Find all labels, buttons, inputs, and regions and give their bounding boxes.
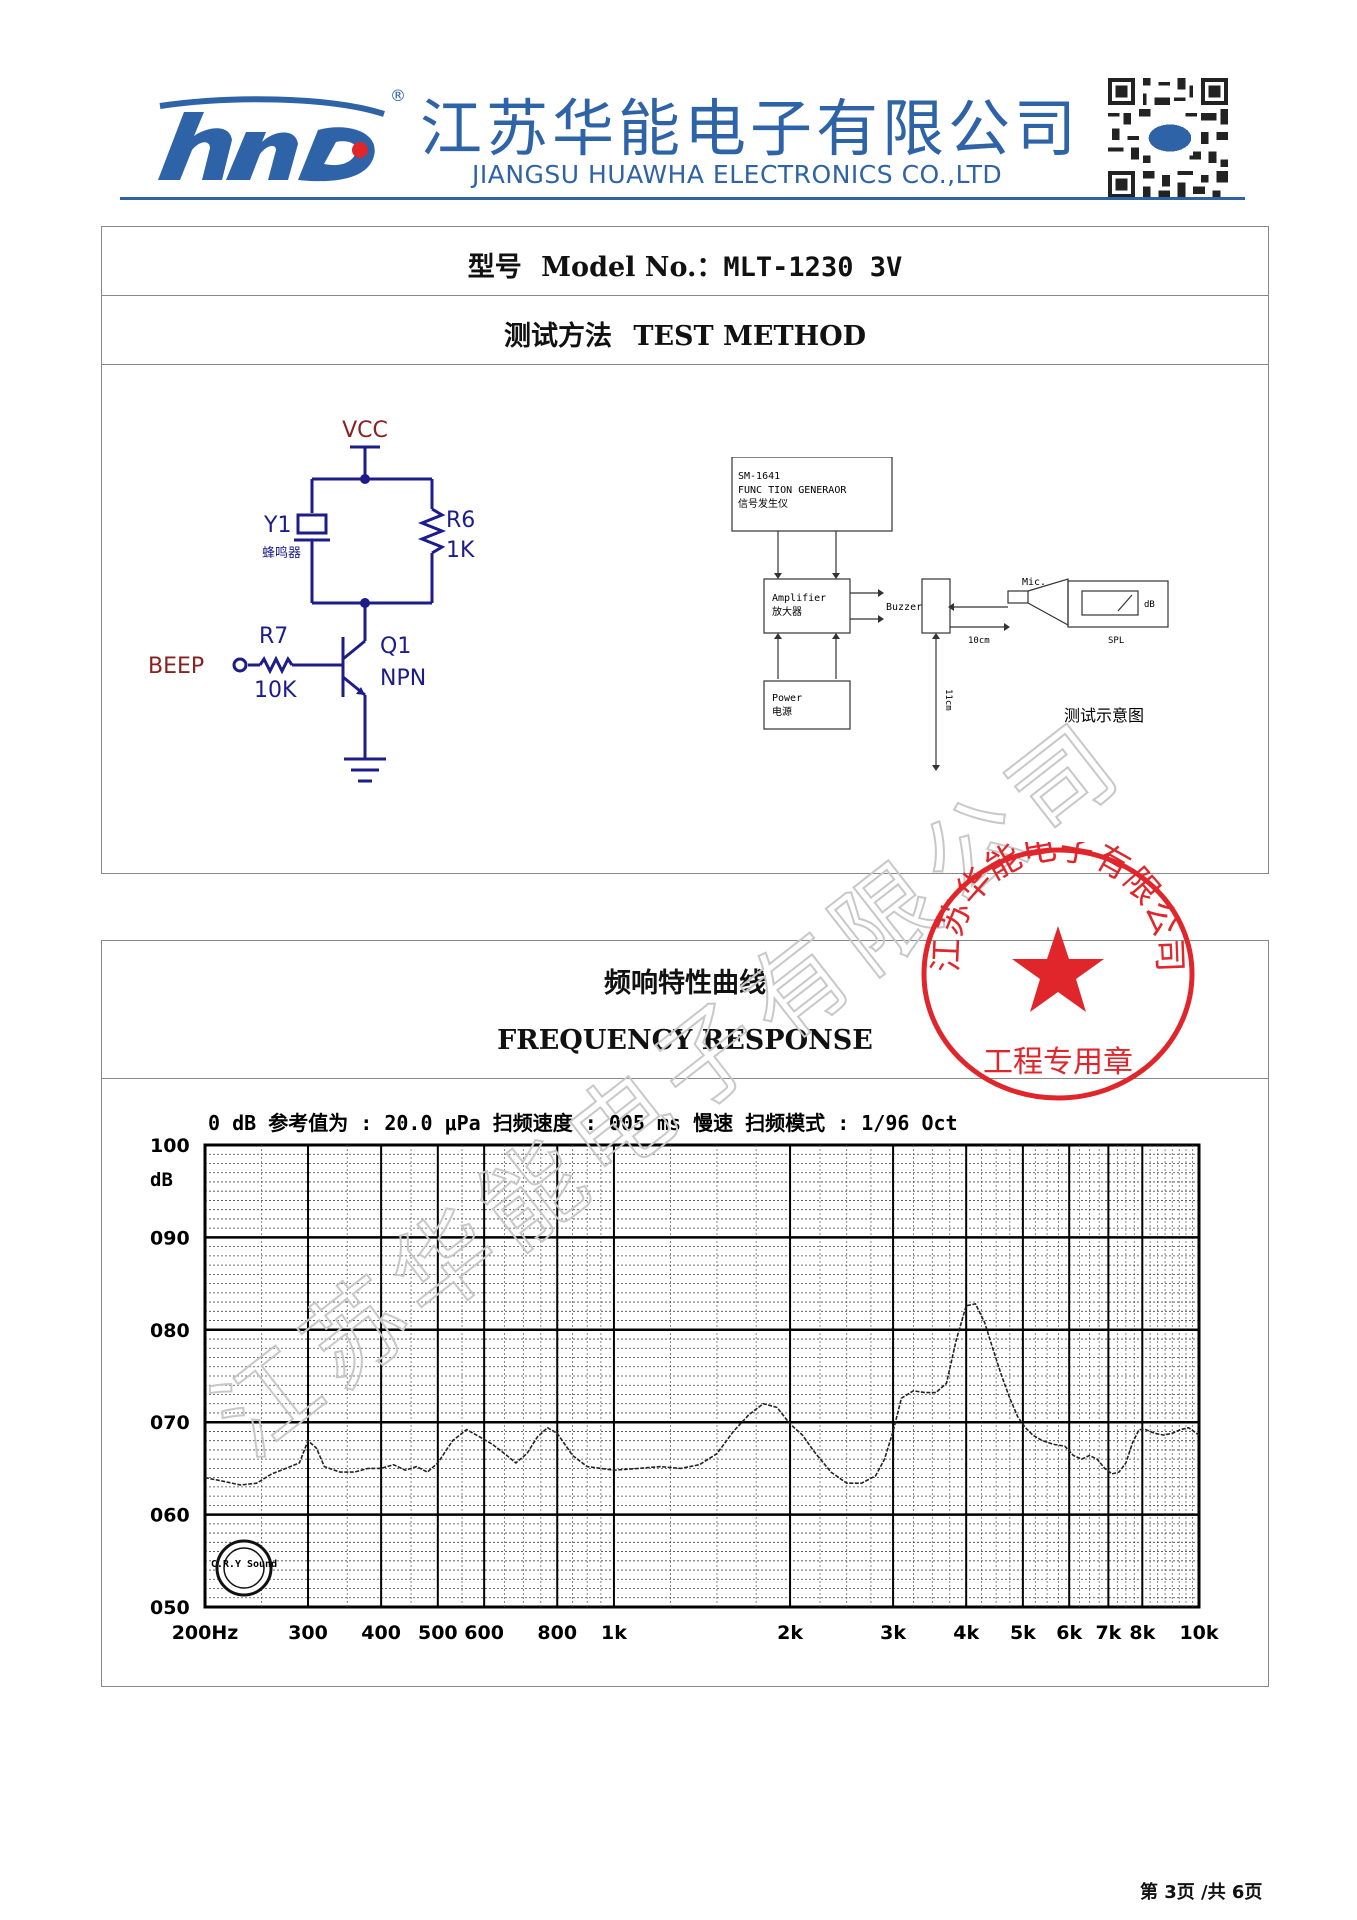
- x-tick-label: 200Hz: [172, 1622, 239, 1644]
- star-icon: [1012, 926, 1104, 1012]
- spl-label: SPL: [1108, 636, 1124, 646]
- company-name-en: JIANGSU HUAWHA ELECTRONICS CO.,LTD: [472, 160, 1003, 189]
- vcc-label: VCC: [342, 418, 388, 443]
- r7-value: 10K: [254, 678, 297, 703]
- x-tick-label: 1k: [601, 1622, 627, 1644]
- r6-value: 1K: [446, 538, 475, 563]
- x-tick-label: 600: [464, 1622, 504, 1644]
- buzzer-label: Buzzer: [886, 602, 922, 613]
- seal-bottom-text: 工程专用章: [983, 1045, 1133, 1080]
- x-axis-ticks: 200Hz 300 400 500 600 800 1k 2k 3k 4k 5k 6k 7k 8k 10k: [172, 1622, 1219, 1644]
- fr-title-cn: 频响特性曲线: [604, 968, 766, 999]
- x-tick-label: 10k: [1179, 1622, 1218, 1644]
- test-method-cn: 测试方法: [503, 321, 612, 352]
- setup-caption: 测试示意图: [1064, 706, 1144, 725]
- y-tick-label: 060: [150, 1505, 190, 1527]
- major-grid: [204, 1145, 1200, 1607]
- x-tick-label: 500: [418, 1622, 458, 1644]
- frequency-response-section: 频响特性曲线 FREQUENCY RESPONSE: [101, 940, 1269, 1687]
- test-method-section: 型号 Model No.：MLT-1230 3V 测试方法 TEST METHO…: [101, 226, 1269, 874]
- beep-label: BEEP: [148, 654, 204, 679]
- q1-label: Q1: [380, 634, 411, 659]
- x-tick-label: 7k: [1095, 1622, 1121, 1644]
- fr-title-en: FREQUENCY RESPONSE: [497, 1025, 873, 1056]
- power-line2: 电源: [772, 705, 792, 718]
- distance-h-label: 10cm: [968, 636, 990, 646]
- amplifier-line1: Amplifier: [772, 593, 826, 604]
- x-tick-label: 6k: [1056, 1622, 1082, 1644]
- test-setup-diagram: SM-1641 FUNC TION GENERAOR 信号发生仪 Amplifi…: [731, 457, 1169, 771]
- company-name-cn: 江苏华能电子有限公司: [420, 92, 1081, 165]
- x-tick-label: 8k: [1129, 1622, 1155, 1644]
- header-rule: [120, 197, 1245, 200]
- y-axis-ticks: 050 060 070 080 090 100: [150, 1135, 190, 1619]
- cry-sound-logo: C.R.Y Sound: [211, 1539, 277, 1597]
- generator-line3: 信号发生仪: [738, 497, 788, 510]
- model-value: MLT-1230 3V: [723, 252, 903, 283]
- y-tick-label: 100: [150, 1135, 190, 1157]
- model-label-en: Model No.：: [541, 252, 724, 283]
- registered-mark: ®: [390, 86, 406, 105]
- r6-label: R6: [446, 508, 475, 533]
- test-method-en: TEST METHOD: [633, 321, 867, 352]
- minor-grid: [204, 1145, 1200, 1607]
- x-tick-label: 800: [537, 1622, 577, 1644]
- row-divider: [102, 1078, 1268, 1079]
- x-tick-label: 300: [288, 1622, 328, 1644]
- x-tick-label: 3k: [880, 1622, 906, 1644]
- y-tick-label: 090: [150, 1227, 190, 1249]
- x-tick-label: 400: [361, 1622, 401, 1644]
- model-label-cn: 型号: [467, 252, 522, 283]
- test-method-title: 测试方法 TEST METHOD: [102, 314, 1268, 353]
- x-tick-label: 5k: [1010, 1622, 1036, 1644]
- cry-logo-text: C.R.Y Sound: [211, 1559, 277, 1570]
- circuit-diagram: VCC Y1 蜂鸣器 R6 1K R7 10K Q1 NPN BEEP: [148, 418, 475, 783]
- y-tick-label: 080: [150, 1320, 190, 1342]
- frequency-response-chart: 0 dB 参考值为 : 20.0 μPa 扫频速度 : 005 ms 慢速 扫频…: [150, 1111, 1219, 1644]
- power-line1: Power: [772, 693, 802, 704]
- generator-line2: FUNC TION GENERAOR: [738, 485, 847, 496]
- chart-header-text: 0 dB 参考值为 : 20.0 μPa 扫频速度 : 005 ms 慢速 扫频…: [208, 1111, 958, 1135]
- y-tick-label: 050: [150, 1597, 190, 1619]
- company-logo: [158, 96, 385, 182]
- page-number: 第 3页 /共 6页: [1140, 1882, 1263, 1903]
- y1-desc: 蜂鸣器: [262, 545, 301, 561]
- response-curve: [204, 1302, 1200, 1486]
- distance-v-label: 11cm: [943, 689, 953, 711]
- amplifier-line2: 放大器: [772, 605, 802, 618]
- generator-line1: SM-1641: [738, 471, 780, 482]
- mic-label: Mic.: [1022, 577, 1046, 588]
- r7-label: R7: [259, 624, 288, 649]
- row-divider: [102, 295, 1268, 296]
- y1-label: Y1: [263, 513, 291, 538]
- company-seal: 江苏华能电子有限公司 工程专用章: [921, 842, 1195, 1101]
- qr-code-icon: [1108, 78, 1228, 198]
- y-axis-unit: dB: [150, 1169, 173, 1191]
- model-row: 型号 Model No.：MLT-1230 3V: [102, 245, 1268, 284]
- y-tick-label: 070: [150, 1412, 190, 1434]
- x-tick-label: 4k: [953, 1622, 979, 1644]
- q1-type: NPN: [380, 666, 426, 691]
- x-tick-label: 2k: [777, 1622, 803, 1644]
- db-label: dB: [1144, 600, 1155, 610]
- row-divider: [102, 364, 1268, 365]
